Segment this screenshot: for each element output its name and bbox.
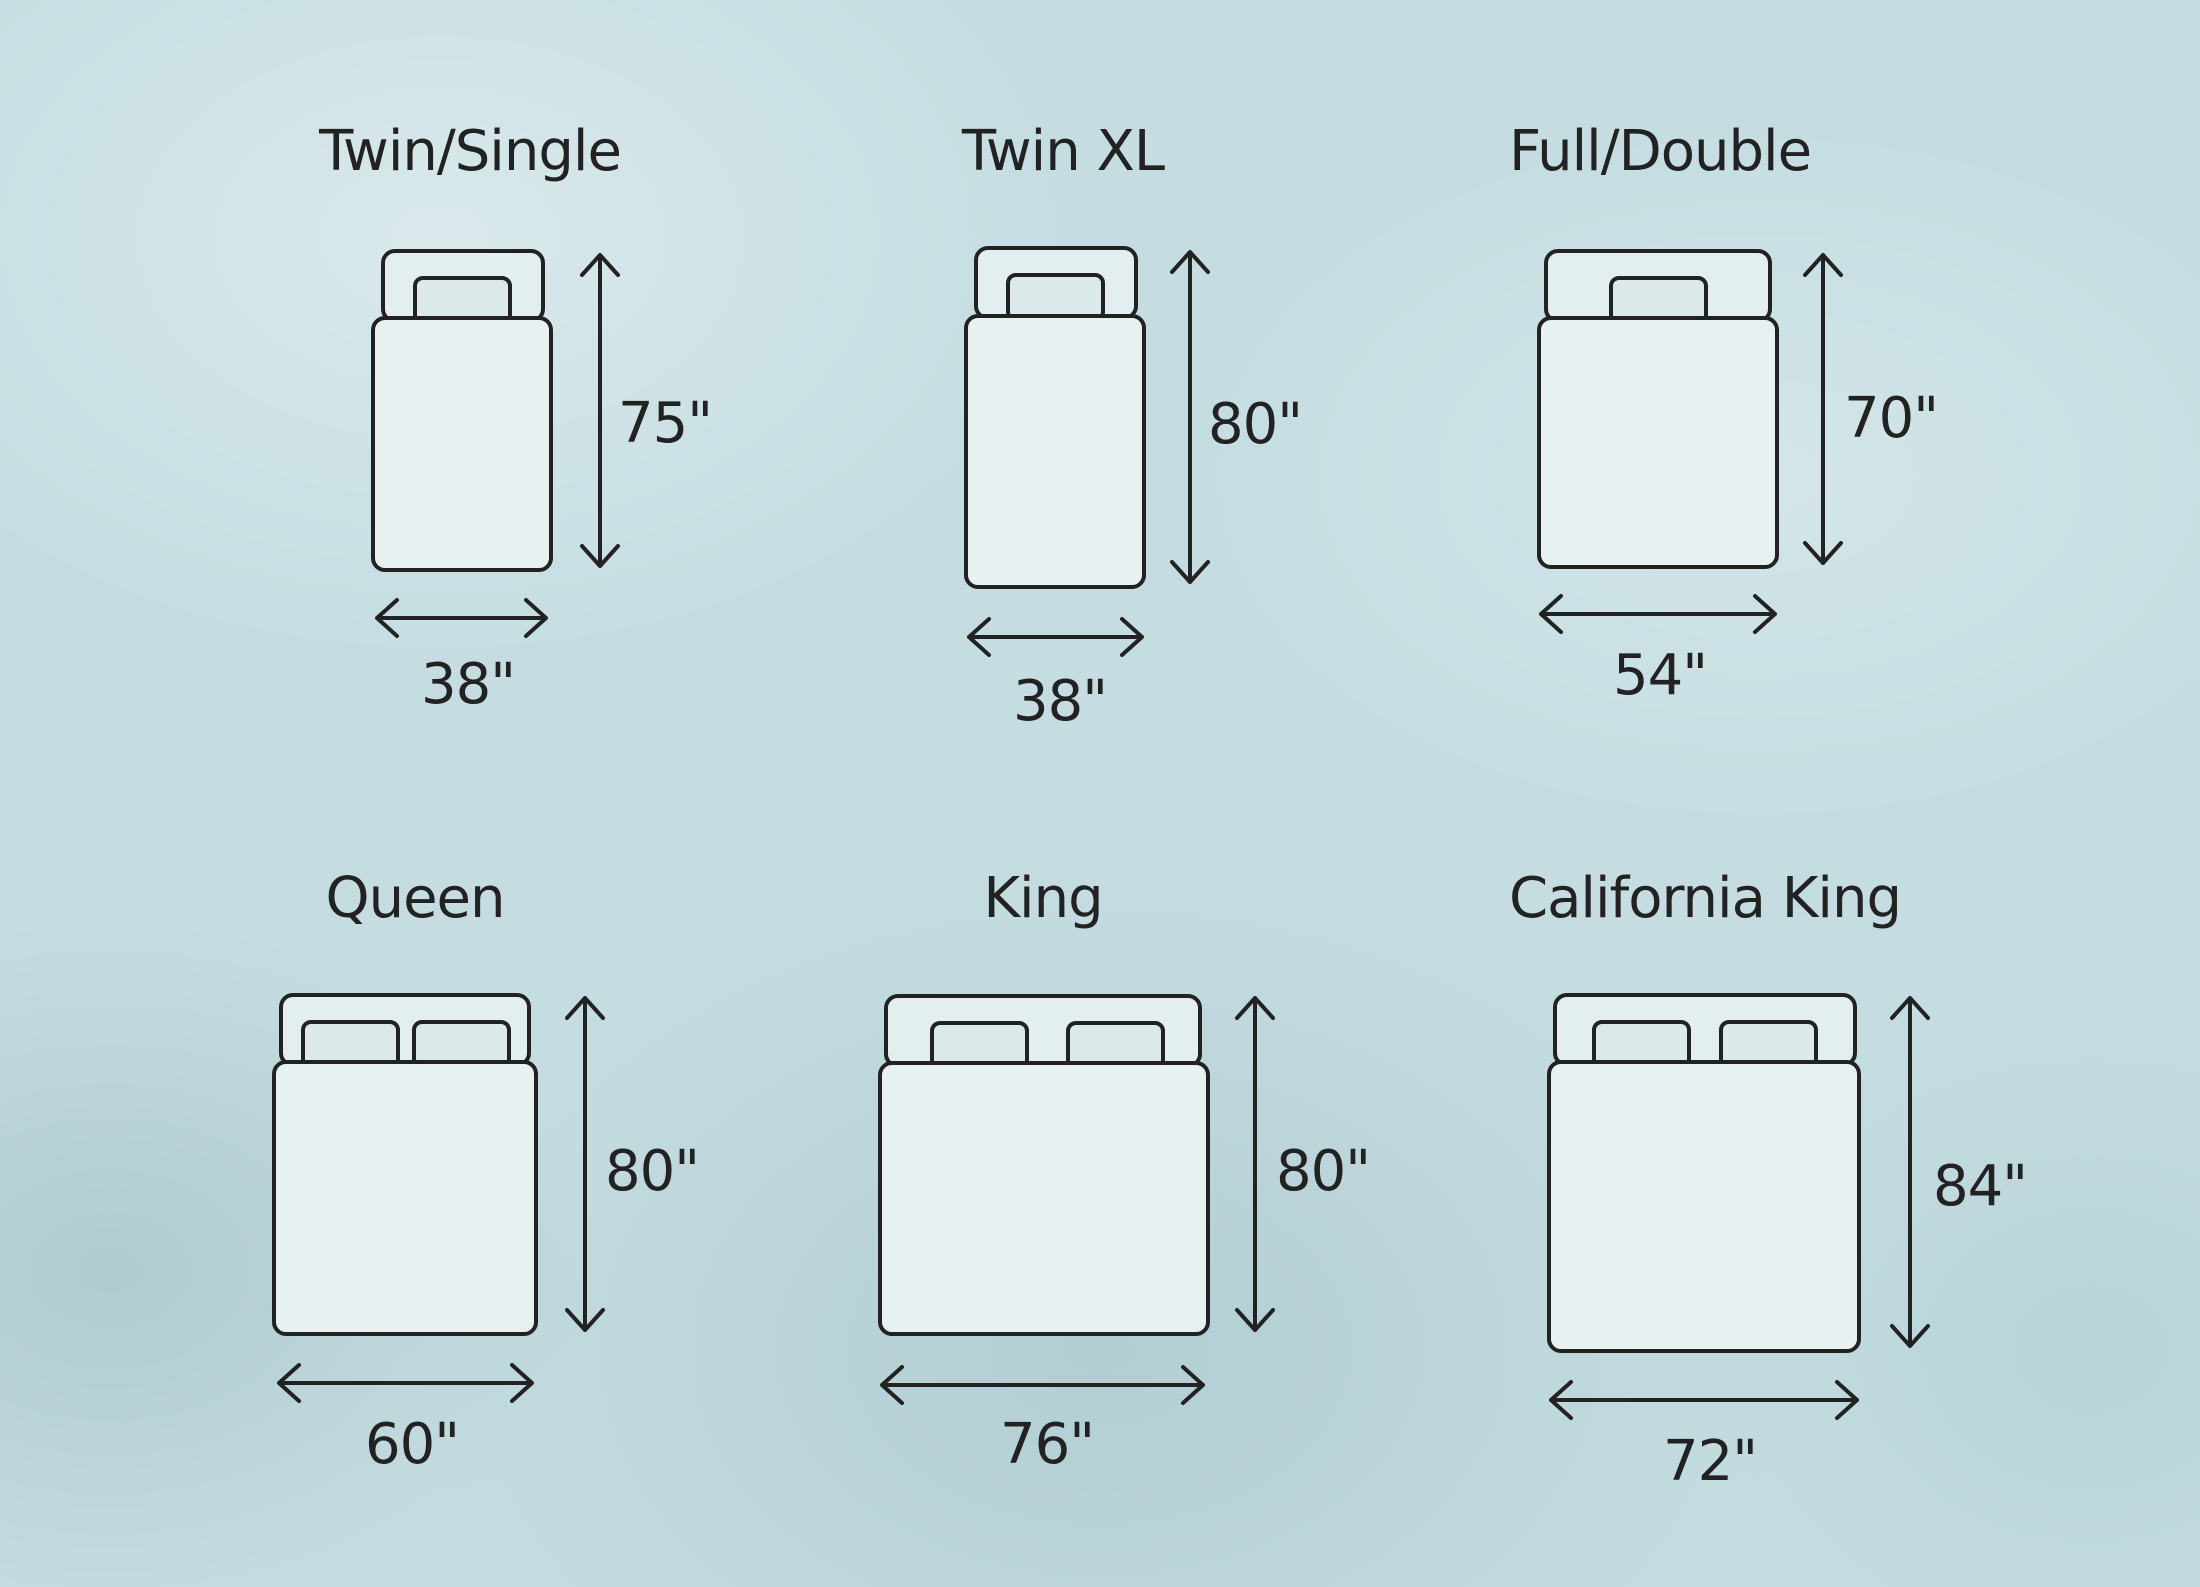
bed-california-king: California King 84" 72" (1509, 866, 2028, 1494)
width-label-queen: 60" (365, 1412, 459, 1477)
mattress-queen (272, 1060, 538, 1336)
width-arrow-california-king (1549, 1380, 1859, 1420)
length-label-queen: 80" (605, 1139, 699, 1204)
length-label-twin-xl: 80" (1208, 392, 1302, 457)
width-label-twin-single: 38" (421, 652, 515, 717)
bed-twin-single: Twin/Single 75" 38" (318, 119, 713, 717)
bed-title-full-double: Full/Double (1509, 119, 1811, 184)
width-label-king: 76" (1000, 1412, 1094, 1477)
length-arrow-twin-xl (1170, 250, 1210, 584)
bed-queen: Queen 80" 60" (272, 866, 700, 1477)
width-label-california-king: 72" (1663, 1429, 1757, 1494)
bed-twin-xl: Twin XL 80" 38" (961, 119, 1303, 734)
bed-title-twin-xl: Twin XL (961, 119, 1165, 184)
length-label-king: 80" (1276, 1139, 1370, 1204)
bed-title-california-king: California King (1509, 866, 1901, 931)
length-arrow-california-king (1890, 996, 1930, 1348)
width-arrow-queen (277, 1363, 534, 1403)
length-arrow-king (1235, 996, 1275, 1332)
width-label-twin-xl: 38" (1013, 669, 1107, 734)
bed-king: King 80" 76" (878, 866, 1371, 1477)
length-label-california-king: 84" (1933, 1154, 2027, 1219)
length-label-full-double: 70" (1844, 386, 1938, 451)
width-arrow-king (880, 1365, 1205, 1405)
width-label-full-double: 54" (1613, 643, 1707, 708)
mattress-twin-single (371, 316, 553, 572)
bed-title-king: King (983, 866, 1102, 931)
mattress-king (878, 1061, 1210, 1336)
mattress-california-king (1547, 1060, 1861, 1353)
bed-title-queen: Queen (326, 866, 505, 931)
width-arrow-twin-single (375, 598, 548, 638)
length-arrow-twin-single (580, 253, 620, 568)
length-arrow-queen (565, 996, 605, 1332)
pillow-icon (1006, 273, 1105, 322)
bed-title-twin-single: Twin/Single (318, 119, 621, 184)
mattress-twin-xl (964, 314, 1146, 589)
length-arrow-full-double (1803, 253, 1843, 565)
width-arrow-full-double (1539, 594, 1777, 634)
mattress-full-double (1537, 316, 1779, 569)
bed-full-double: Full/Double 70" 54" (1509, 119, 1939, 708)
width-arrow-twin-xl (967, 617, 1144, 657)
length-label-twin-single: 75" (618, 391, 712, 456)
